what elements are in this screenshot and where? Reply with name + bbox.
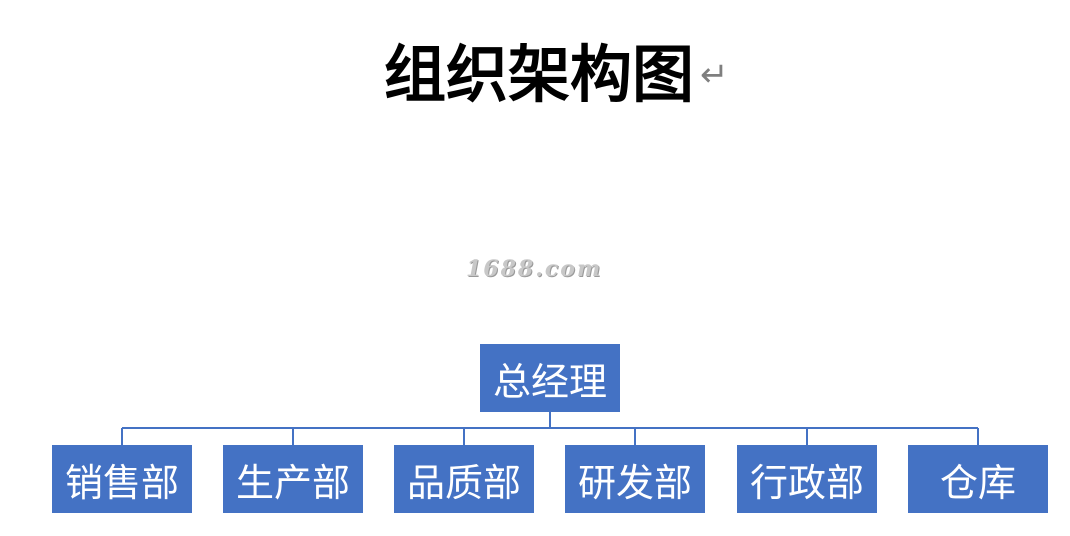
org-node-administration[interactable]: 行政部: [737, 445, 877, 513]
org-node-warehouse[interactable]: 仓库: [908, 445, 1048, 513]
watermark: 1688.com: [466, 256, 603, 282]
org-node-general-manager[interactable]: 总经理: [480, 344, 620, 412]
paragraph-return-icon: ↵: [700, 55, 729, 95]
org-node-quality[interactable]: 品质部: [394, 445, 534, 513]
org-node-sales[interactable]: 销售部: [52, 445, 192, 513]
org-node-rnd[interactable]: 研发部: [565, 445, 705, 513]
org-node-production[interactable]: 生产部: [223, 445, 363, 513]
page-title: 组织架构图: [384, 38, 695, 111]
